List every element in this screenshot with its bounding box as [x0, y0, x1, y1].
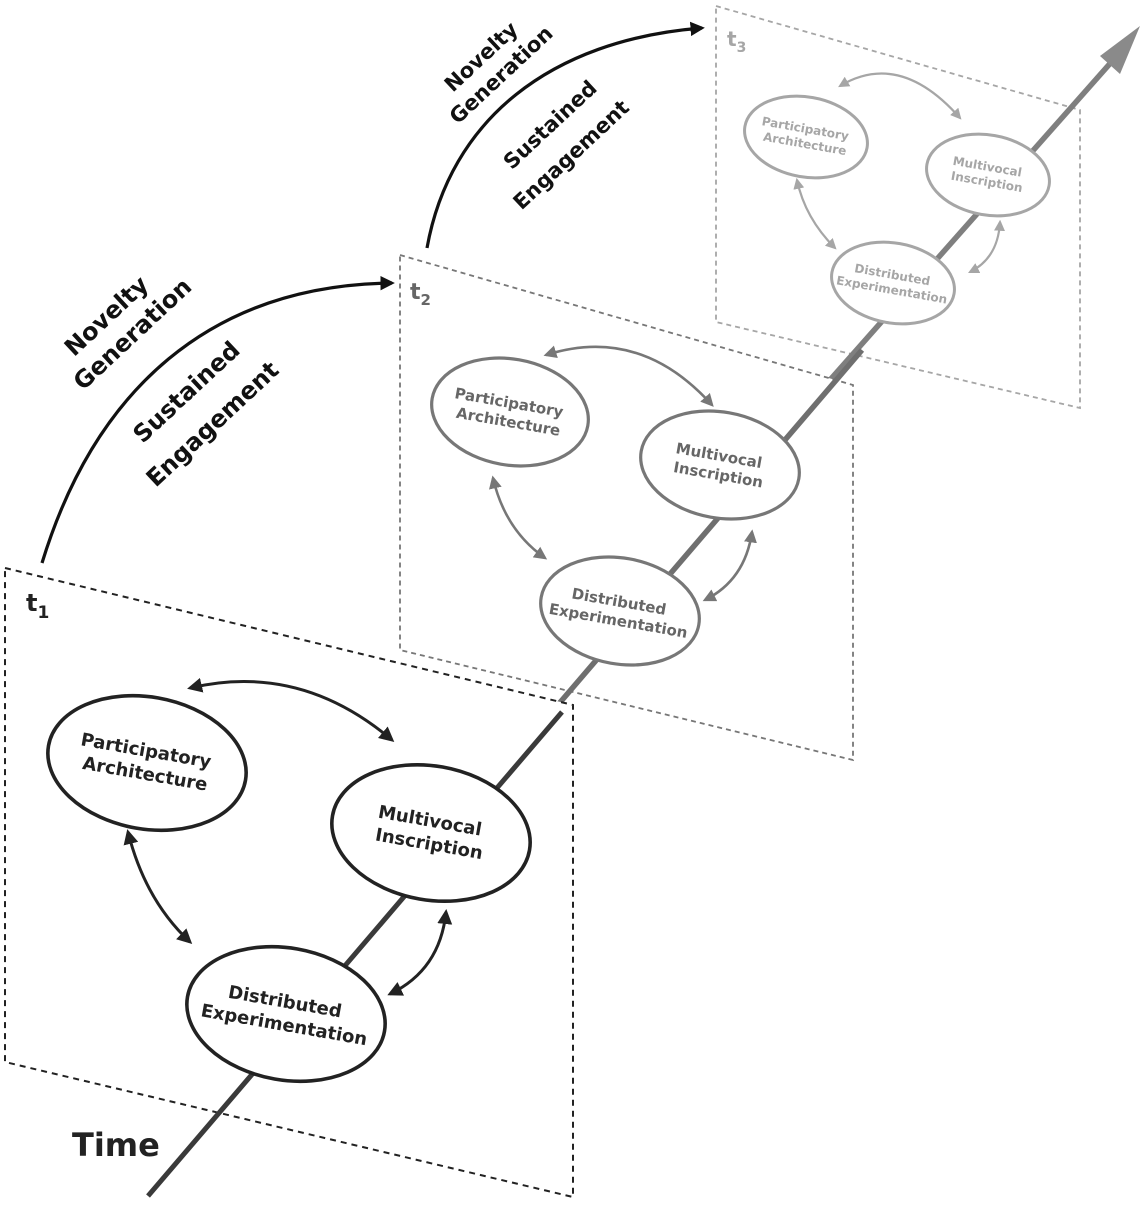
node-multivocal-inscription-t2 [639, 409, 801, 521]
node-participatory-architecture-t1 [46, 693, 248, 833]
frame-t3-front: Multivocal Inscription Distributed Exper… [830, 132, 1051, 326]
node-distributed-experimentation-t3 [830, 240, 956, 326]
node-distributed-experimentation-t1 [185, 944, 387, 1084]
frame-t1: t1 Participatory Architecture [4, 566, 574, 1199]
frame-t2-label: t2 [410, 280, 431, 309]
node-multivocal-inscription-t3 [925, 132, 1051, 218]
frame-t2-front: Multivocal Inscription Distributed Exper… [539, 409, 801, 667]
frame-t3-label: t3 [727, 27, 746, 56]
cycle-arrow-t2-right [702, 529, 757, 602]
time-axis-upper [827, 48, 1125, 382]
frame-t3: t3 Participatory Architecture [715, 4, 1081, 410]
cycle-arrow-t3-top [838, 72, 962, 120]
frame-t2: t2 Participatory Architecture [399, 253, 854, 762]
frame-t1-front: Multivocal Inscription Distributed Exper… [185, 762, 532, 1084]
cycle-arrow-t3-left [793, 177, 837, 250]
transition-arc-1-path [40, 275, 395, 564]
time-axis-arrowhead [1100, 26, 1140, 74]
node-multivocal-inscription-t1 [330, 762, 532, 904]
transition-arc-1: Novelty Generation Sustained Engagement [40, 270, 395, 564]
cycle-arrow-t1-right [387, 909, 453, 996]
cycle-arrow-t1-left [123, 829, 193, 945]
transition-arc-2-path [425, 21, 705, 249]
frame-t3-border [715, 4, 1081, 410]
cycle-arrow-t1-top [187, 677, 395, 742]
node-participatory-architecture-t3 [743, 94, 869, 180]
node-distributed-experimentation-t2 [539, 555, 701, 667]
node-participatory-architecture-t2 [430, 356, 590, 468]
transition-arc-2: Novelty Generation Sustained Engagement [425, 17, 705, 249]
cycle-arrow-t3-right [968, 219, 1005, 273]
frame-t1-label: t1 [26, 589, 49, 623]
cycle-arrow-t2-top [543, 345, 714, 407]
cycle-arrow-t2-left [489, 475, 548, 560]
time-axis-label: Time [72, 1126, 160, 1164]
